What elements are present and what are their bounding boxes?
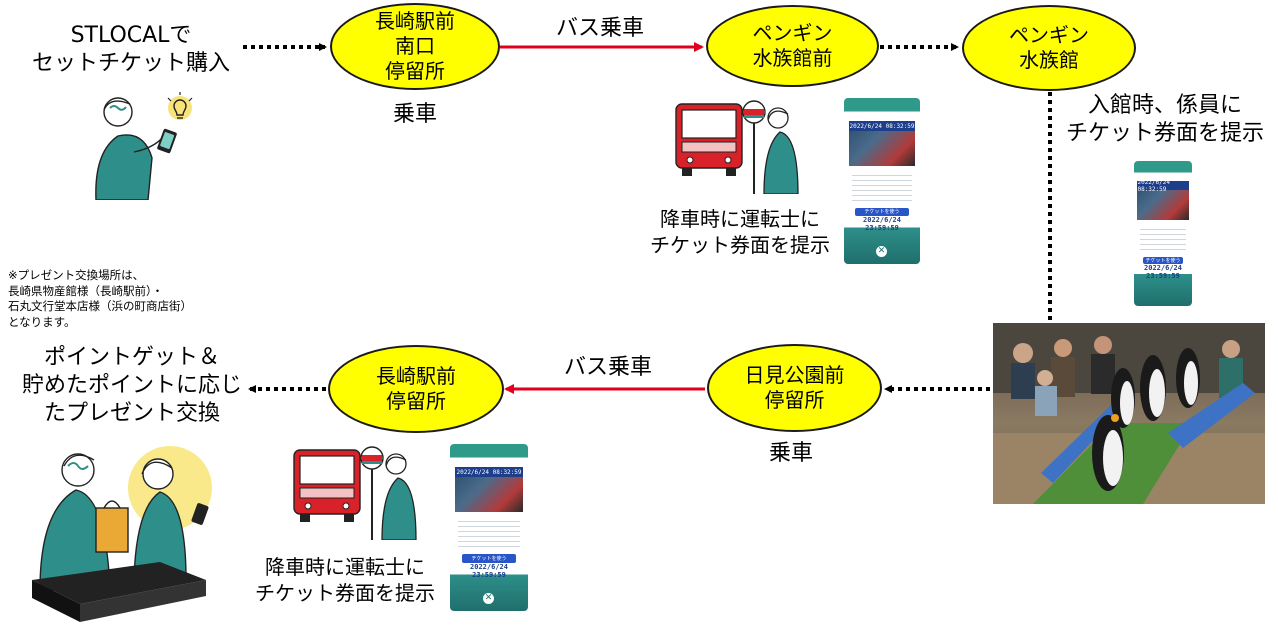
shopkeeper-exchange-icon	[32, 446, 212, 622]
stop-nagasaki-station: 長崎駅前 停留所	[328, 345, 504, 433]
bus-ride-label-bottom: バス乗車	[563, 355, 652, 380]
board-label-bottom: 乗車	[768, 441, 813, 466]
person-with-phone-icon	[95, 92, 193, 200]
use-ticket-button[interactable]: チケットを使う	[1142, 256, 1184, 264]
bus-icon	[675, 100, 799, 194]
ticket-phone-bottom: 2022/6/24 08:32:59 チケットを使う 2022/6/24 23:…	[450, 444, 528, 611]
stop-nagasaki-south: 長崎駅前 南口 停留所	[330, 3, 500, 90]
ticket-stamp: 2022/6/24 08:32:59	[1137, 179, 1189, 193]
ticket-valid-until: 2022/6/24 23:59:59	[1144, 263, 1182, 281]
bus-ride-label-top: バス乗車	[555, 16, 644, 41]
close-icon[interactable]: ✕	[876, 246, 887, 258]
stop-himi-koen: 日見公園前 停留所	[707, 344, 882, 432]
ticket-phone-right: 2022/6/24 08:32:59 チケットを使う 2022/6/24 23:…	[1134, 161, 1192, 306]
close-icon[interactable]: ✕	[483, 593, 494, 605]
alight-note-top: 降車時に運転士に チケット券面を提示	[650, 207, 830, 257]
bus-stop-sign-icon	[293, 446, 417, 540]
stop-penguin-aquarium-mae: ペンギン 水族館前	[706, 5, 879, 87]
entry-note: 入館時、係員に チケット券面を提示	[1065, 93, 1264, 147]
purchase-text: STLOCALで セットチケット購入	[31, 23, 230, 77]
alight-note-bottom: 降車時に運転士に チケット券面を提示	[255, 555, 435, 605]
points-exchange-text: ポイントゲット＆ 貯めたポイントに応じ たプレゼント交換	[21, 345, 242, 427]
penguin-parade-photo	[993, 323, 1265, 504]
exchange-location-note: ※プレゼント交換場所は、 長崎県物産館様（長崎駅前）・ 石丸文行堂本店様（浜の町…	[8, 268, 192, 329]
ticket-phone-top: 2022/6/24 08:32:59 チケットを使う 2022/6/24 23:…	[844, 98, 920, 264]
board-label-top: 乗車	[392, 102, 437, 127]
stop-penguin-aquarium: ペンギン 水族館	[962, 5, 1136, 91]
